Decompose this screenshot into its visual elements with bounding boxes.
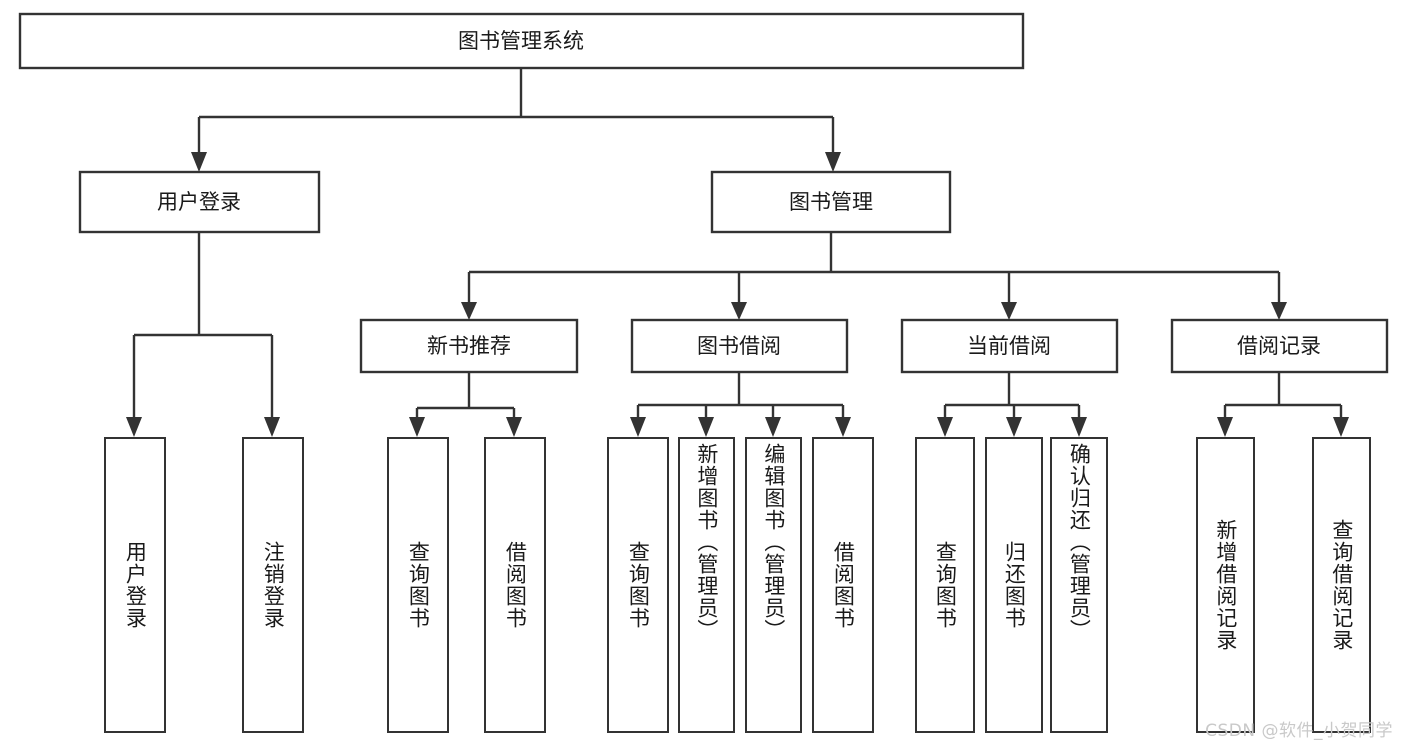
leaf-node-confirm-return-admin-label: 确认归还（管理员） [1067, 443, 1092, 641]
node-book-borrow-label: 图书借阅 [697, 334, 781, 358]
node-book-management[interactable]: 图书管理 [710, 170, 952, 234]
leaf-node-new-query-book[interactable]: 查询图书 [387, 437, 449, 733]
leaf-node-query-borrow-record[interactable]: 查询借阅记录 [1312, 437, 1371, 733]
node-current-borrow-label: 当前借阅 [967, 334, 1051, 358]
arrow-head-icon [1271, 302, 1287, 320]
arrow-head-icon [937, 417, 953, 437]
leaf-node-borrow-query-book-label: 查询图书 [626, 541, 651, 629]
node-current-borrow-box [900, 318, 1119, 374]
connector-root-to-level1 [191, 68, 841, 172]
leaf-node-user-login[interactable]: 用户登录 [104, 437, 166, 733]
leaf-node-return-book[interactable]: 归还图书 [985, 437, 1043, 733]
node-borrow-record[interactable]: 借阅记录 [1170, 318, 1389, 374]
connector-book-borrow-to-leaves [630, 372, 851, 437]
node-new-book-recommend[interactable]: 新书推荐 [359, 318, 579, 374]
csdn-watermark: CSDN @软件_小贺同学 [1205, 721, 1393, 741]
leaf-node-borrow-book-label: 借阅图书 [831, 541, 856, 629]
connector-current-borrow-to-leaves [937, 372, 1087, 437]
arrow-head-icon [835, 417, 851, 437]
arrow-head-icon [630, 417, 646, 437]
node-book-management-label: 图书管理 [789, 190, 873, 214]
leaf-node-return-book-label: 归还图书 [1002, 541, 1027, 629]
leaf-node-new-query-book-label: 查询图书 [406, 541, 431, 629]
leaf-node-confirm-return-admin[interactable]: 确认归还（管理员） [1050, 437, 1108, 733]
arrow-head-icon [264, 417, 280, 437]
arrow-head-icon [1001, 302, 1017, 320]
arrow-head-icon [1333, 417, 1349, 437]
leaf-node-borrow-query-book[interactable]: 查询图书 [607, 437, 669, 733]
node-book-borrow[interactable]: 图书借阅 [630, 318, 849, 374]
leaf-node-user-logout-label: 注销登录 [261, 541, 286, 629]
leaf-node-edit-book-admin[interactable]: 编辑图书（管理员） [745, 437, 802, 733]
arrow-head-icon [731, 302, 747, 320]
arrow-head-icon [765, 417, 781, 437]
arrow-head-icon [1217, 417, 1233, 437]
node-new-book-recommend-box [359, 318, 579, 374]
leaf-node-user-logout[interactable]: 注销登录 [242, 437, 304, 733]
arrow-head-icon [461, 302, 477, 320]
node-current-borrow[interactable]: 当前借阅 [900, 318, 1119, 374]
arrow-head-icon [1071, 417, 1087, 437]
leaf-node-new-borrow-book-label: 借阅图书 [503, 541, 528, 629]
node-user-login[interactable]: 用户登录 [78, 170, 321, 234]
arrow-head-icon [698, 417, 714, 437]
leaf-node-user-login-label: 用户登录 [123, 541, 148, 629]
connector-new-book-to-leaves [409, 372, 522, 437]
connector-borrow-record-to-leaves [1217, 372, 1349, 437]
leaf-node-edit-book-admin-label: 编辑图书（管理员） [761, 443, 786, 641]
arrow-head-icon [191, 152, 207, 172]
node-borrow-record-label: 借阅记录 [1237, 334, 1321, 358]
node-root-label: 图书管理系统 [458, 29, 584, 53]
leaf-node-borrow-book[interactable]: 借阅图书 [812, 437, 874, 733]
arrow-head-icon [126, 417, 142, 437]
node-new-book-recommend-label: 新书推荐 [427, 334, 511, 358]
leaf-node-add-book-admin-label: 新增图书（管理员） [694, 443, 719, 641]
node-user-login-label: 用户登录 [157, 190, 241, 214]
node-book-borrow-box [630, 318, 849, 374]
leaf-node-query-borrow-record-label: 查询借阅记录 [1329, 519, 1354, 651]
arrow-head-icon [506, 417, 522, 437]
node-root[interactable]: 图书管理系统 [18, 12, 1025, 70]
arrow-head-icon [1006, 417, 1022, 437]
leaf-node-add-book-admin[interactable]: 新增图书（管理员） [678, 437, 735, 733]
arrow-head-icon [409, 417, 425, 437]
leaf-node-new-borrow-book[interactable]: 借阅图书 [484, 437, 546, 733]
connector-book-management-to-level2 [461, 232, 1287, 320]
leaf-node-add-borrow-record-label: 新增借阅记录 [1213, 519, 1238, 651]
leaf-node-current-query-book[interactable]: 查询图书 [915, 437, 975, 733]
connector-user-login-to-leaves [126, 232, 280, 437]
arrow-head-icon [825, 152, 841, 172]
leaf-node-add-borrow-record[interactable]: 新增借阅记录 [1196, 437, 1255, 733]
leaf-node-current-query-book-label: 查询图书 [933, 541, 958, 629]
node-root-box [18, 12, 1025, 70]
